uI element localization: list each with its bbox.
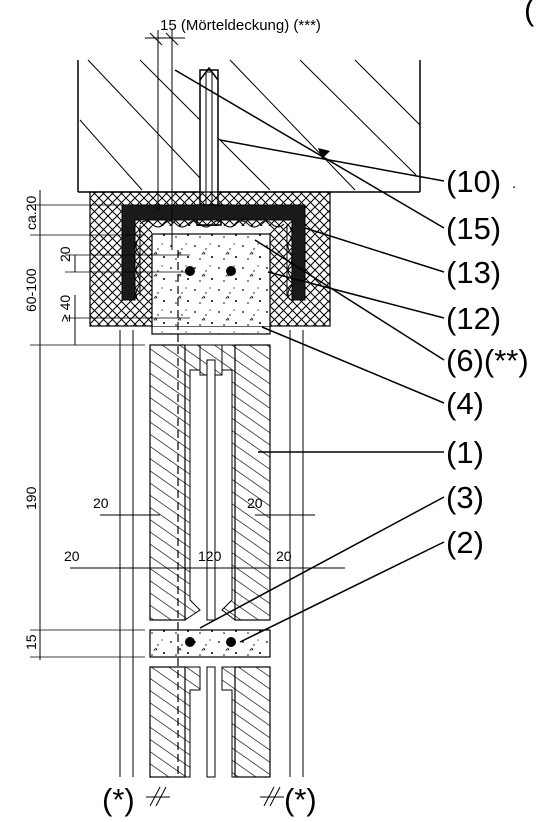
dimension-lines: [30, 32, 345, 660]
dot-mark: .: [512, 175, 516, 192]
dim-20-top: 20: [57, 246, 73, 262]
dim-20-left-outer: 20: [64, 548, 80, 564]
dim-60-100: 60-100: [23, 268, 39, 312]
callout-3: (3): [446, 480, 484, 515]
masonry-wall: [149, 344, 271, 778]
bottom-marks: [146, 786, 284, 807]
leader-lines: [174, 69, 445, 643]
dim-190: 190: [23, 486, 39, 510]
dim-120: 120: [198, 548, 222, 564]
callout-2: (2): [446, 525, 484, 560]
callout-10: (10): [446, 164, 501, 199]
bottom-mark-left: (*): [102, 782, 135, 817]
dim-ge40: ≥ 40: [57, 295, 73, 322]
callout-12: (12): [446, 301, 501, 336]
callout-4: (4): [446, 386, 484, 421]
callout-15: (15): [446, 211, 501, 246]
dim-20-left-inner: 20: [93, 495, 109, 511]
callout-1: (1): [446, 435, 484, 470]
header-note: 15 (Mörteldeckung) (***): [160, 17, 321, 34]
plaster-lines: [119, 30, 304, 777]
dim-20-right-outer: 20: [276, 548, 292, 564]
dim-20-right-inner: 20: [247, 495, 263, 511]
dim-15: 15: [23, 634, 39, 650]
callout-13: (13): [446, 255, 501, 290]
callout-6: (6)(**): [446, 343, 529, 378]
bottom-mark-right: (*): [284, 782, 317, 817]
corner-mark: (: [524, 0, 535, 27]
ring-beam: [151, 233, 271, 335]
compressible-strip: [139, 220, 285, 228]
dim-ca20: ca.20: [23, 196, 39, 230]
